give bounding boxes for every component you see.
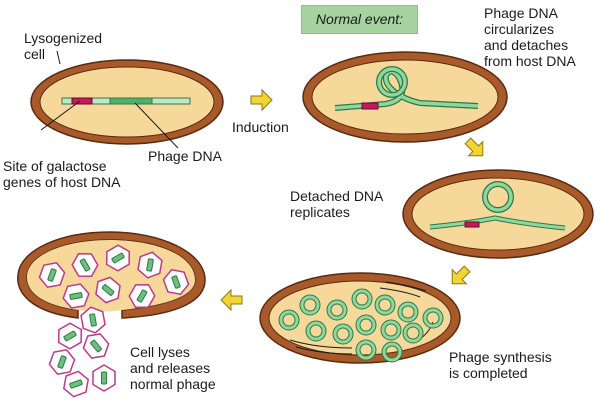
cell-leader [56,50,61,65]
phage-particle [59,368,93,400]
phage-dna-circularizes-label: Phage DNA circularizes and detaches from… [484,5,576,69]
lysogenized-cell [30,59,224,145]
arrow-down-left-icon [444,261,475,292]
normal-event-box: Normal event: [301,5,418,34]
galactose-site-label: Site of galactose genes of host DNA [3,158,121,190]
phage-synthesis-cell [259,272,461,364]
detached-dna-cell [402,169,594,259]
phage-dna-leader [134,102,179,149]
detached-dna-replicates-label: Detached DNA replicates [290,188,384,220]
phage-particle [78,328,114,364]
arrow-left-icon [220,289,243,311]
host-dna-with-prophage [61,97,191,105]
arrow-down-right-icon [460,133,491,164]
circularizing-cell [302,51,508,143]
induction-label: Induction [232,119,289,135]
phage-dna-label: Phage DNA [148,148,222,164]
phage-synthesis-label: Phage synthesis is completed [449,349,552,381]
lysogenized-cell-label: Lysogenized cell [24,30,103,62]
phage-particle [92,364,116,392]
galactose-site-leader [40,100,81,131]
phage-particle [52,319,88,353]
looping-phage-dna [334,66,479,111]
arrow-right-icon [250,89,273,111]
cell-lyses-label: Cell lyses and releases normal phage [130,344,216,392]
